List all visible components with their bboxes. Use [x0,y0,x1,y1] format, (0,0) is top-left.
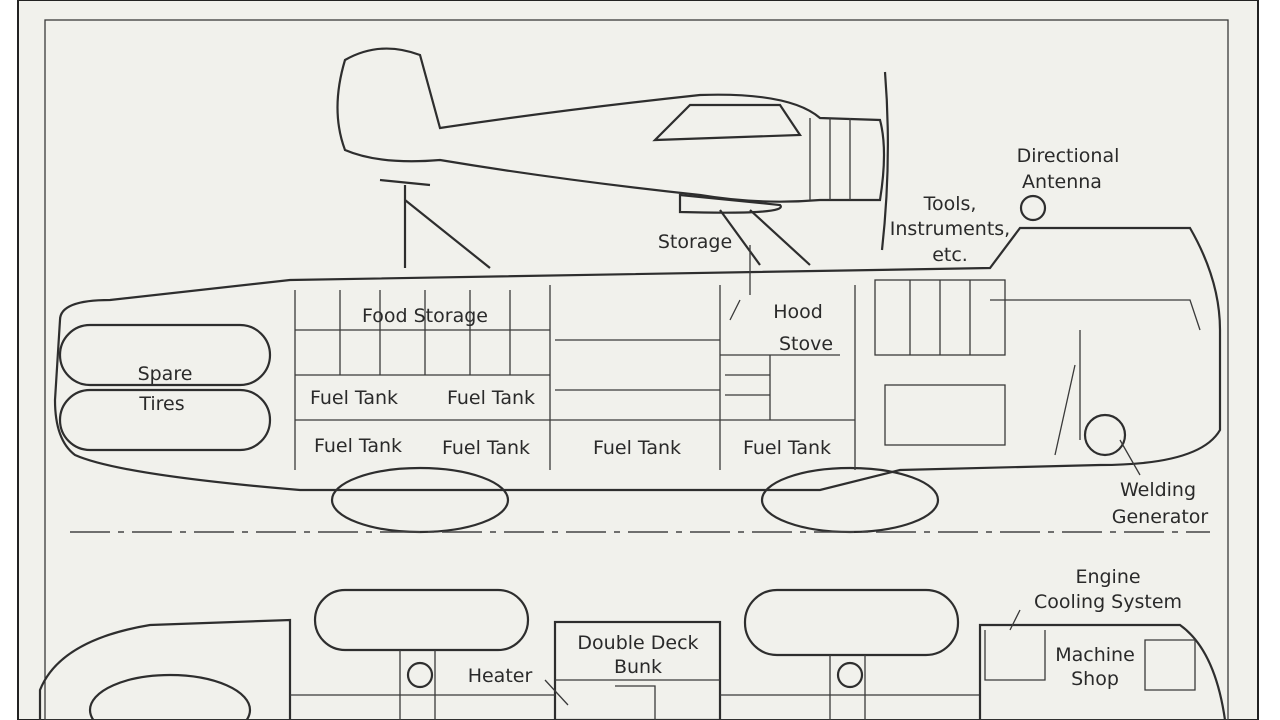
spare-tire [58,323,272,387]
label-food-storage: Food Storage [362,305,488,327]
paper-border [17,0,1259,720]
label-tools: Tools, [923,193,977,215]
label-heater: Heater [468,665,533,687]
label-stove: Stove [779,333,833,355]
label-machine-shop: Machine [1055,644,1135,666]
label-spare-tires: Spare [138,363,193,385]
label-storage: Storage [658,231,732,253]
label-welding-generator: Welding [1120,479,1196,501]
label-fuel-tank: Fuel Tank [593,437,681,459]
spare-tire [58,388,272,452]
plan-tire [313,588,530,652]
label-directional-antenna: Antenna [1022,171,1102,193]
airplane-drawing [336,47,889,269]
label-tools: Instruments, [890,218,1010,240]
label-double-deck-bunk: Bunk [614,656,662,678]
label-spare-tires: Tires [138,393,184,415]
label-double-deck-bunk: Double Deck [577,632,698,654]
antenna-loop [1019,194,1047,222]
label-fuel-tank: Fuel Tank [310,387,398,409]
welding-generator [1083,413,1127,457]
label-directional-antenna: Directional [1017,145,1120,167]
label-fuel-tank: Fuel Tank [447,387,535,409]
plan-view-hull [38,588,1227,720]
plan-tire [743,588,960,657]
label-engine-cooling: Cooling System [1034,591,1182,613]
label-fuel-tank: Fuel Tank [743,437,831,459]
label-fuel-tank: Fuel Tank [442,437,530,459]
label-welding-generator: Generator [1112,506,1209,528]
labels: Directional Antenna Tools, Instruments, … [138,145,1209,690]
label-machine-shop: Shop [1071,668,1119,690]
label-tools: etc. [932,244,968,266]
label-hood: Hood [773,301,823,323]
inner-border [44,19,1229,720]
engine [884,384,1006,446]
label-fuel-tank: Fuel Tank [314,435,402,457]
label-engine-cooling: Engine [1075,566,1140,588]
